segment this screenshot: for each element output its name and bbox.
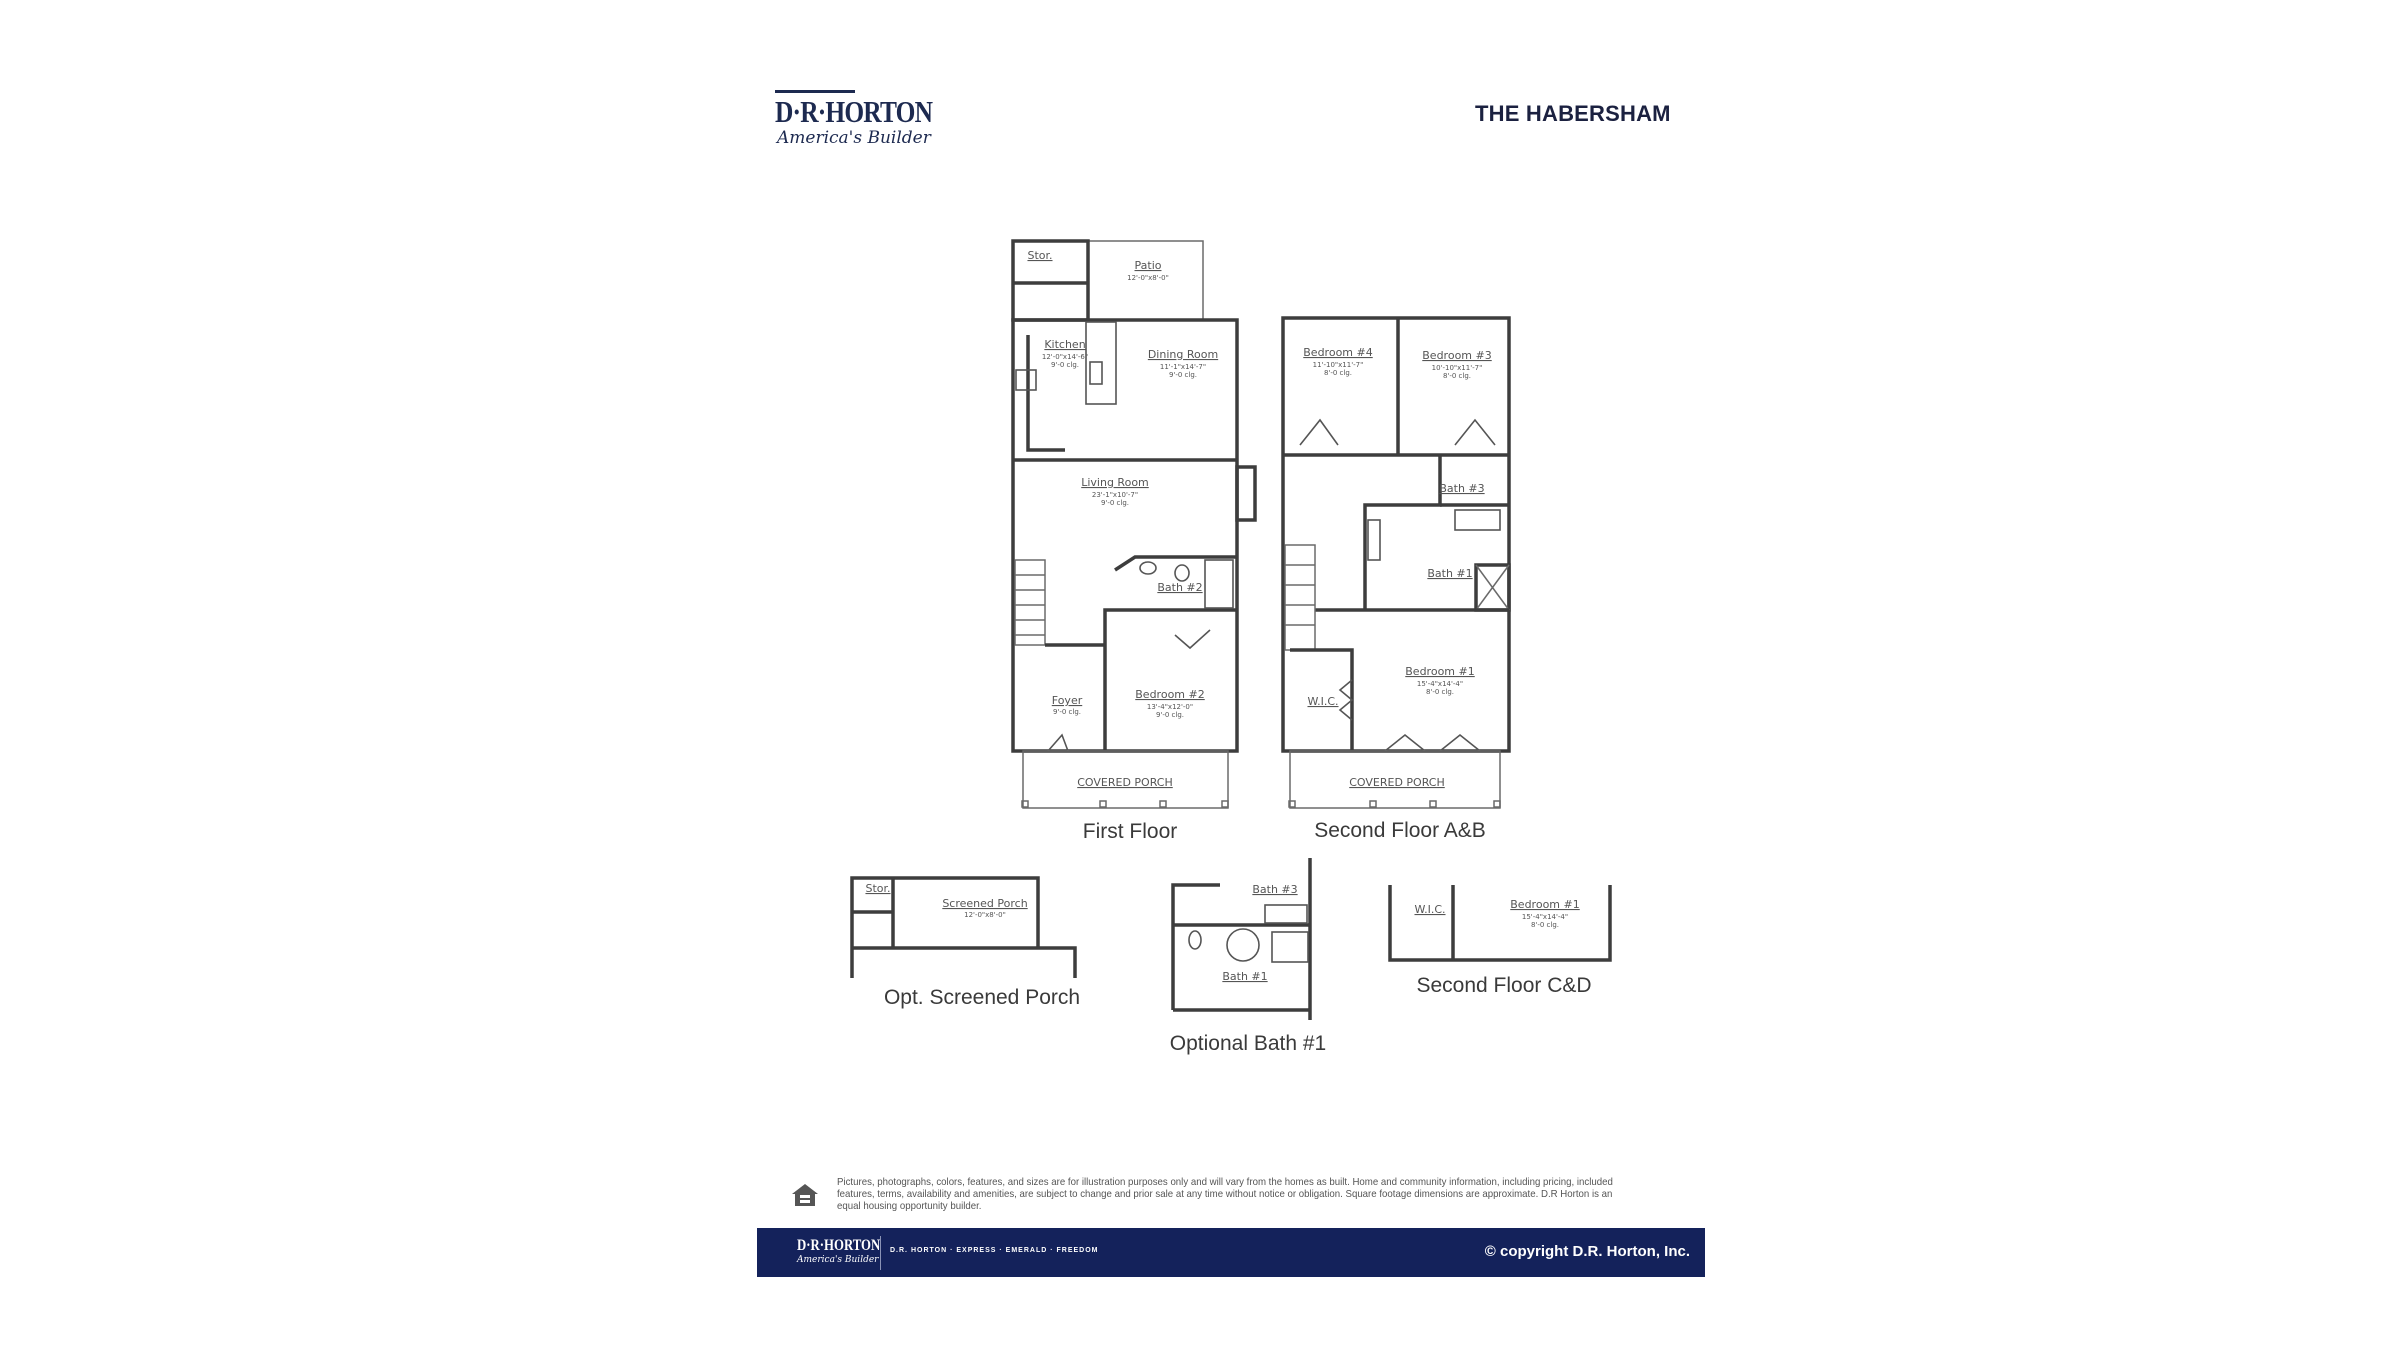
plan-label: 9'-0 clg.: [1051, 361, 1079, 369]
room-bedroom-1: Bedroom #1: [1405, 665, 1474, 678]
room-bedroom-3: Bedroom #3: [1422, 349, 1491, 362]
plan-label: 15'-4"x14'-4": [1417, 680, 1463, 688]
caption-optional-bath: Optional Bath #1: [1169, 1032, 1327, 1055]
room-covered-porch-2: COVERED PORCH: [1349, 776, 1445, 789]
footer-brands: D.R. HORTON · EXPRESS · EMERALD · FREEDO…: [890, 1247, 1099, 1254]
first-floor-plan: Stor. Patio 12'-0"x8'-0" Kitchen 12'-0"x…: [1011, 239, 1257, 809]
plan-label: 9'-0 clg.: [1101, 499, 1129, 507]
plan-label: Bath #1: [1222, 970, 1267, 983]
caption-first-floor: First Floor: [1082, 820, 1178, 843]
room-bedroom-2: Bedroom #2: [1135, 688, 1204, 701]
second-floor-cd-plan: W.I.C. Bedroom #1 15'-4"x14'-4" 8'-0 clg…: [1388, 885, 1612, 962]
plan-label: 8'-0 clg.: [1324, 369, 1352, 377]
plan-label: Screened Porch: [942, 897, 1027, 910]
plan-label: 11'-10"x11'-7": [1313, 361, 1364, 369]
disclaimer-text: Pictures, photographs, colors, features,…: [837, 1176, 1613, 1212]
disclaimer: Pictures, photographs, colors, features,…: [790, 1176, 1690, 1216]
room-bath-2: Bath #2: [1157, 581, 1202, 594]
plan-label: Stor.: [865, 882, 890, 895]
room-kitchen: Kitchen: [1044, 338, 1085, 351]
opt-screened-porch-plan: Stor. Screened Porch 12'-0"x8'-0": [850, 876, 1077, 978]
plan-label: 13'-4"x12'-0": [1147, 703, 1193, 711]
footer-logo: D·R·HORTON America's Builder: [797, 1237, 881, 1265]
room-wic: W.I.C.: [1307, 695, 1338, 708]
plan-label: Bath #3: [1252, 883, 1297, 896]
room-bath-1: Bath #1: [1427, 567, 1472, 580]
second-floor-ab-plan: Bedroom #4 11'-10"x11'-7" 8'-0 clg. Bedr…: [1281, 316, 1511, 809]
plan-label: 9'-0 clg.: [1053, 708, 1081, 716]
caption-opt-screened-porch: Opt. Screened Porch: [883, 986, 1081, 1009]
room-foyer: Foyer: [1052, 694, 1083, 707]
plan-label: 23'-1"x10'-7": [1092, 491, 1138, 499]
room-patio: Patio: [1135, 259, 1162, 272]
room-covered-porch: COVERED PORCH: [1077, 776, 1173, 789]
room-bath-3: Bath #3: [1439, 482, 1484, 495]
plan-title: THE HABERSHAM: [1475, 101, 1671, 126]
plan-label: 12'-0"x14'-6": [1042, 353, 1088, 361]
footer-copyright: © copyright D.R. Horton, Inc.: [1484, 1243, 1690, 1260]
footer-bar: D·R·HORTON America's Builder D.R. HORTON…: [757, 1228, 1705, 1277]
plan-label: 12'-0"x8'-0": [1127, 274, 1169, 282]
plan-label: 8'-0 clg.: [1426, 688, 1454, 696]
plan-label: 12'-0"x8'-0": [964, 911, 1006, 919]
plan-label: 9'-0 clg.: [1156, 711, 1184, 719]
plan-label: Bedroom #1: [1510, 898, 1579, 911]
plan-label: 15'-4"x14'-4": [1522, 913, 1568, 921]
equal-housing-icon: [792, 1184, 818, 1206]
optional-bath-plan: Bath #3 Bath #1: [1171, 858, 1312, 1020]
room-bedroom-4: Bedroom #4: [1303, 346, 1372, 359]
plan-label: 8'-0 clg.: [1443, 372, 1471, 380]
logo-tagline: America's Builder: [777, 128, 931, 148]
plan-label: 10'-10"x11'-7": [1432, 364, 1483, 372]
room-dining: Dining Room: [1148, 348, 1218, 361]
plan-label: 11'-1"x14'-7": [1160, 363, 1206, 371]
room-stor: Stor.: [1027, 249, 1052, 262]
plan-label: W.I.C.: [1414, 903, 1445, 916]
footer-divider: [880, 1236, 881, 1270]
dr-horton-logo: D·R·HORTON America's Builder: [775, 90, 945, 152]
plan-label: 9'-0 clg.: [1169, 371, 1197, 379]
plan-label: 8'-0 clg.: [1531, 921, 1559, 929]
logo-rule: [775, 90, 855, 93]
caption-second-floor-cd: Second Floor C&D: [1416, 974, 1592, 997]
logo-wordmark: D·R·HORTON: [775, 94, 933, 129]
caption-second-floor-ab: Second Floor A&B: [1314, 819, 1486, 842]
room-living: Living Room: [1081, 476, 1149, 489]
